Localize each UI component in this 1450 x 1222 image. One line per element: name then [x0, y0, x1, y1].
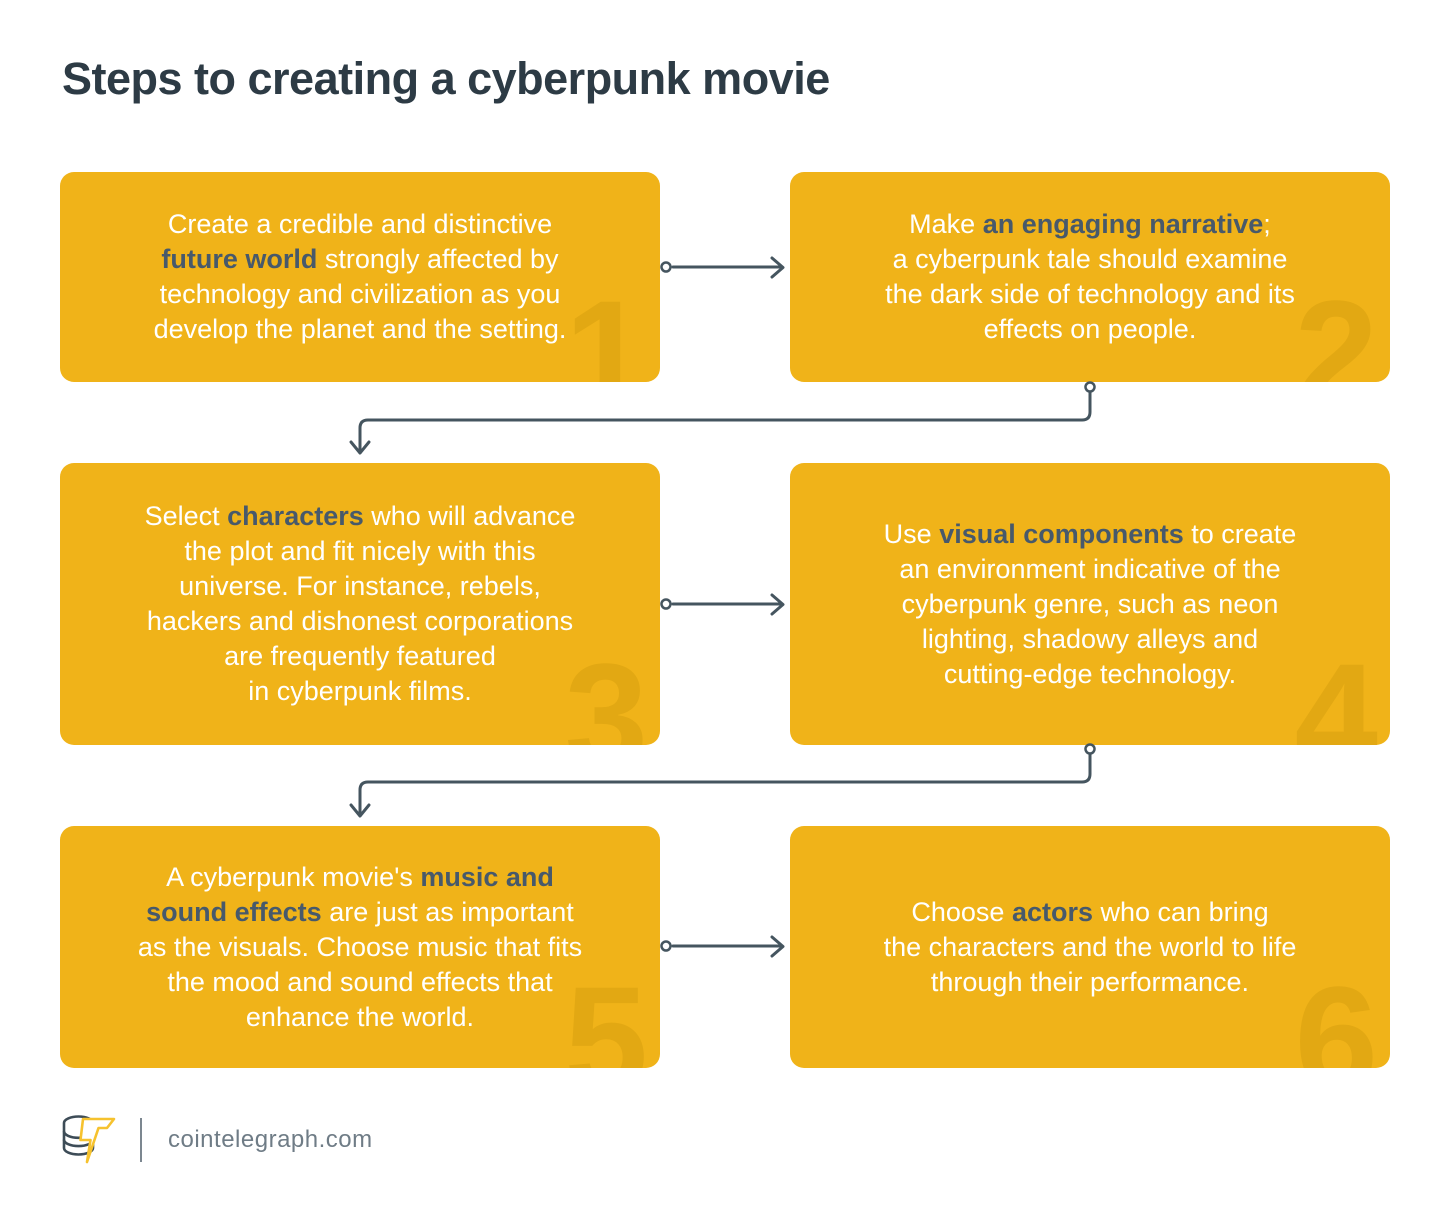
step-4-text: Use visual components to create an envir…	[883, 518, 1297, 689]
arrow-step2-to-step3	[349, 381, 1096, 455]
step-4-number-watermark: 4	[1294, 632, 1378, 745]
step-5-number-watermark: 5	[564, 955, 648, 1068]
page-title: Steps to creating a cyberpunk movie	[62, 53, 830, 104]
footer: cointelegraph.com	[56, 1112, 373, 1168]
step-1-text: Create a credible and distinctive future…	[153, 209, 567, 344]
step-2-text: Make an engaging narrative; a cyberpunk …	[885, 209, 1295, 344]
step-card-3: Select characters who will advance the p…	[60, 463, 660, 745]
footer-site-text: cointelegraph.com	[168, 1126, 373, 1153]
footer-divider	[140, 1118, 142, 1162]
step-3-text: Select characters who will advance the p…	[144, 501, 576, 706]
arrow-step4-to-step5	[349, 743, 1096, 818]
lightning-bolt-icon	[79, 1117, 116, 1164]
arrow-step1-to-step2	[660, 256, 785, 279]
step-card-5: A cyberpunk movie's music and sound effe…	[60, 826, 660, 1068]
step-card-1: Create a credible and distinctive future…	[60, 172, 660, 382]
step-3-number-watermark: 3	[564, 632, 648, 745]
arrow-step5-to-step6	[660, 935, 785, 958]
arrow-step3-to-step4	[660, 593, 785, 616]
step-card-2: Make an engaging narrative; a cyberpunk …	[790, 172, 1390, 382]
step-card-4: Use visual components to create an envir…	[790, 463, 1390, 745]
step-2-number-watermark: 2	[1294, 269, 1378, 382]
step-6-number-watermark: 6	[1294, 955, 1378, 1068]
step-5-text: A cyberpunk movie's music and sound effe…	[137, 861, 583, 1032]
step-1-number-watermark: 1	[564, 269, 648, 382]
step-6-text: Choose actors who can bring the characte…	[883, 896, 1297, 997]
cointelegraph-logo-icon	[62, 1115, 116, 1164]
step-card-6: Choose actors who can bring the characte…	[790, 826, 1390, 1068]
